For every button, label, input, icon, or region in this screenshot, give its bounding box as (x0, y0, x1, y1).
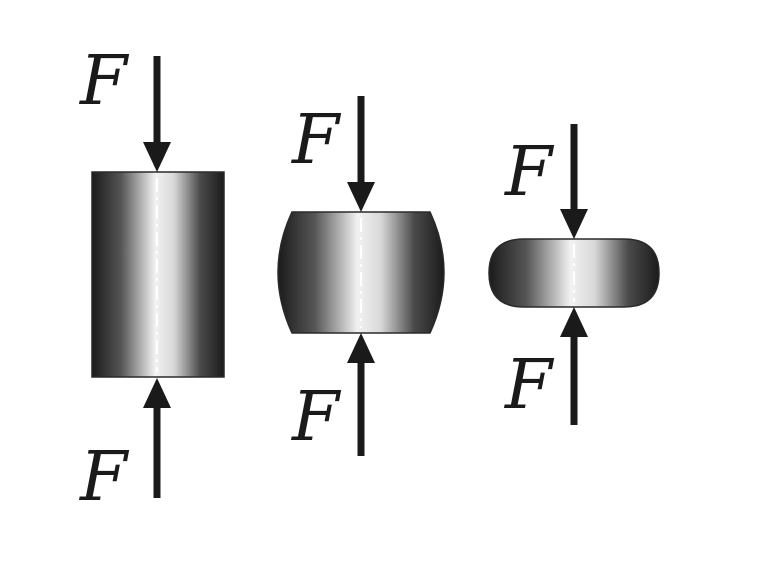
top-force-label: F (78, 42, 130, 121)
stage-barrelled: F F (277, 96, 445, 457)
top-force-label: F (503, 133, 555, 212)
bottom-force-label: F (290, 378, 342, 457)
bottom-force-arrow (560, 307, 588, 425)
bottom-force-label: F (78, 438, 130, 517)
bottom-force-label: F (503, 346, 555, 425)
stage-original: F F (78, 42, 225, 517)
top-force-arrow (347, 96, 375, 212)
top-force-arrow (560, 124, 588, 239)
stage-flattened: F F (488, 124, 660, 425)
bottom-force-arrow (143, 378, 171, 498)
top-force-label: F (290, 101, 342, 180)
bottom-force-arrow (347, 333, 375, 456)
top-force-arrow (143, 56, 171, 172)
